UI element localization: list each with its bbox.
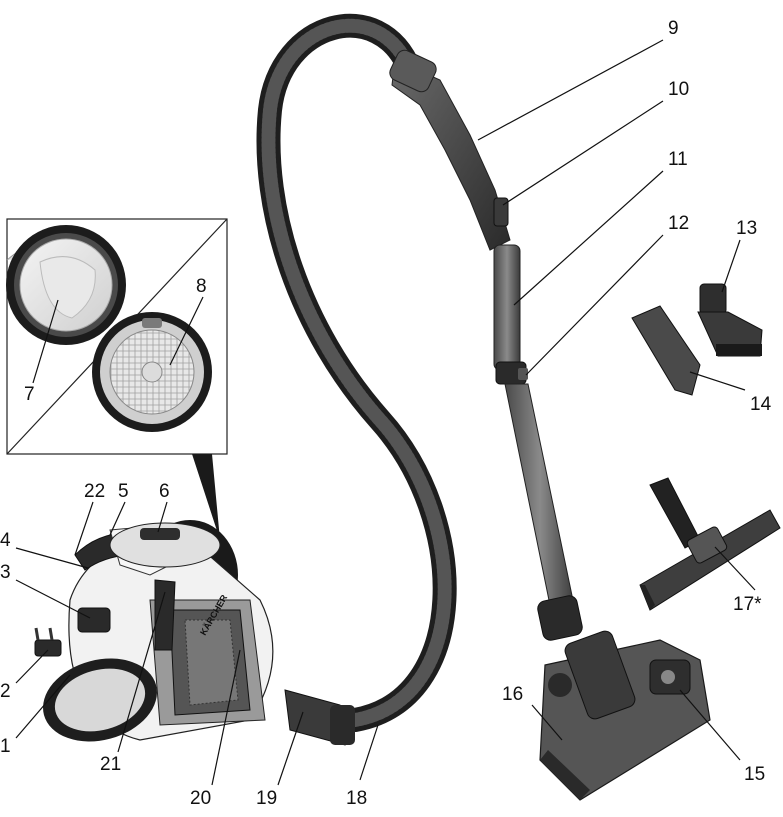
outlet-filter <box>92 312 212 432</box>
callout-labels: 1 2 3 4 5 6 7 8 9 10 11 12 13 14 15 16 1… <box>0 18 772 809</box>
callout-16: 16 <box>502 684 523 705</box>
callout-14: 14 <box>750 394 772 415</box>
suction-hose <box>256 13 457 732</box>
inset-pointer <box>192 454 220 540</box>
callout-18: 18 <box>346 788 367 809</box>
callout-6: 6 <box>159 481 170 502</box>
callout-2: 2 <box>0 681 11 702</box>
callout-7: 7 <box>24 384 35 405</box>
callout-20: 20 <box>190 788 211 809</box>
vacuum-body <box>34 520 355 746</box>
callout-4: 4 <box>0 530 11 551</box>
callout-15: 15 <box>744 764 765 785</box>
crevice-nozzle <box>631 305 701 396</box>
callout-13: 13 <box>736 218 757 239</box>
leader-lines <box>15 39 756 786</box>
hard-floor-nozzle <box>639 477 781 611</box>
callout-22: 22 <box>84 481 105 502</box>
callout-9: 9 <box>668 18 679 39</box>
callout-19: 19 <box>256 788 277 809</box>
callout-10: 10 <box>668 79 689 100</box>
callout-8: 8 <box>196 276 207 297</box>
callout-3: 3 <box>0 562 11 583</box>
floor-nozzle <box>539 630 711 801</box>
filter-detail-inset <box>6 218 228 540</box>
callout-11: 11 <box>668 149 688 170</box>
power-plug <box>34 627 62 657</box>
callout-5: 5 <box>118 481 129 502</box>
callout-12: 12 <box>668 213 689 234</box>
outlet-filter-cover <box>6 225 126 345</box>
handle-and-tubes <box>389 49 583 641</box>
callout-21: 21 <box>100 754 121 775</box>
upholstery-nozzle <box>697 283 763 357</box>
callout-1: 1 <box>0 736 11 757</box>
callout-17: 17* <box>733 594 762 615</box>
